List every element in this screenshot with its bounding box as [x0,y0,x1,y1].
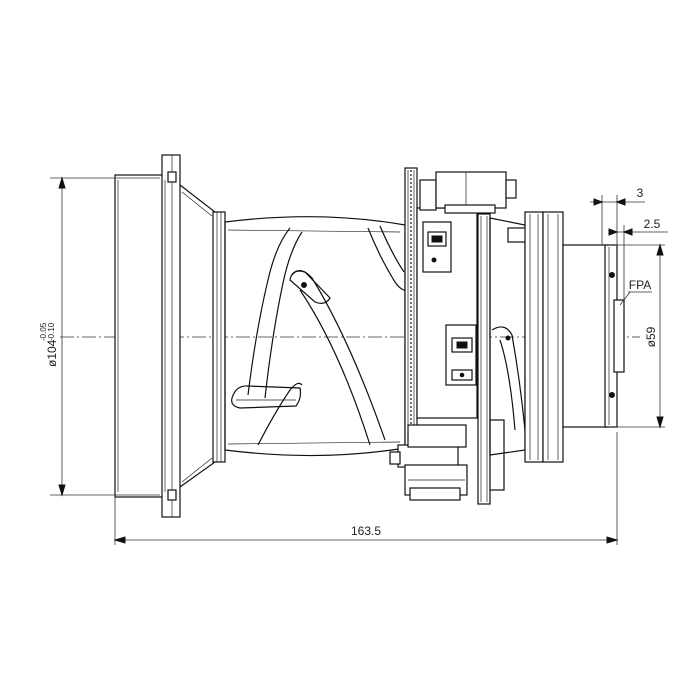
rear-flange [524,211,564,463]
rear-barrel [562,244,625,428]
cam-slot-3 [257,225,409,446]
flange-offset-label: 3 [637,186,644,200]
flange-offset-dimension: 3 [590,186,645,245]
rear-diameter-dimension: ø59 [617,243,665,429]
mechanism-housing [416,207,478,419]
cam-slot-1 [231,227,303,409]
front-flange [114,154,181,518]
rear-gear [477,213,505,505]
fpa-offset-label: 2.5 [644,217,661,231]
front-cone [179,184,216,488]
zoom-barrel [212,211,406,463]
focus-gear-ring [404,167,418,455]
rear-diameter-label: ø59 [644,326,658,347]
fpa-offset-dimension: 2.5 [608,217,668,300]
fpa-callout: FPA [619,278,652,306]
overall-length-label: 163.5 [351,524,381,538]
fpa-label: FPA [629,278,651,292]
front-diameter-label: ø104 [45,339,59,367]
front-diameter-tol-upper: -0.05 [39,322,48,341]
front-diameter-tol-lower: -0.10 [47,322,56,341]
front-diameter-dimension: ø104 -0.05 -0.10 [39,176,160,497]
top-motor [419,171,517,214]
cam-slot-2 [289,270,386,446]
bottom-motor [389,424,468,501]
overall-length-dimension: 163.5 [113,432,619,545]
